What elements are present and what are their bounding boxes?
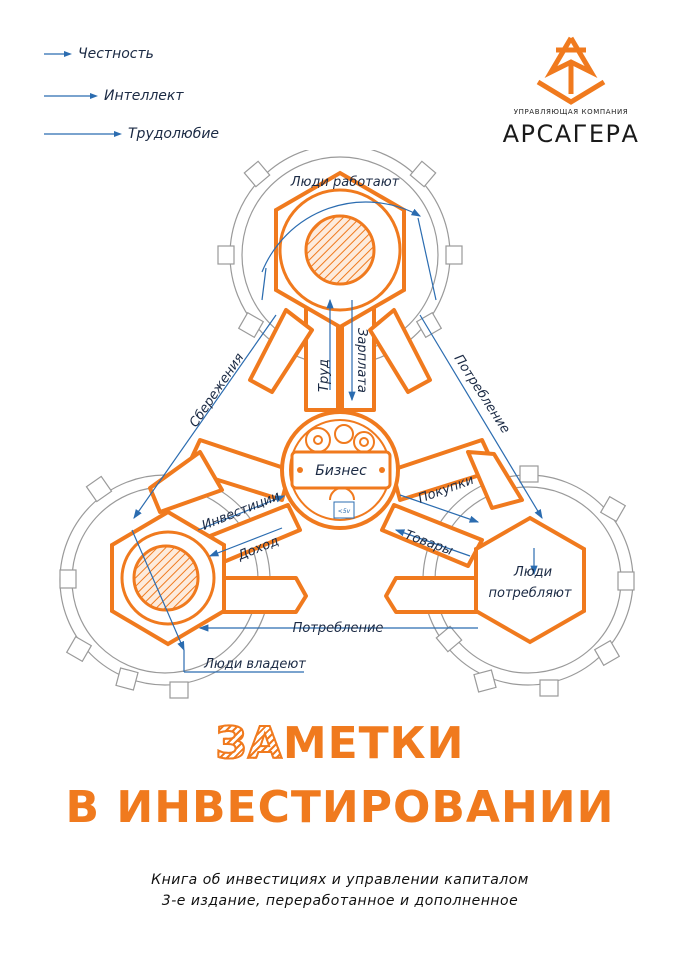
salary-label: Зарплата: [354, 328, 369, 393]
title-line-1: ЗАМЕТКИ: [0, 717, 680, 770]
savings-label: Сбережения: [187, 351, 248, 431]
legend-item-honesty: Честность: [40, 44, 154, 64]
gauge-label: <5v: [338, 508, 351, 515]
title-line-2: В ИНВЕСТИРОВАНИИ: [65, 782, 615, 833]
people-consume-label-2: потребляют: [489, 586, 572, 601]
title-rest-part: МЕТКИ: [282, 718, 465, 769]
left-hex-nut: [110, 509, 226, 647]
title-hatched-part: ЗА: [215, 717, 283, 770]
legend: Честность Интеллект Трудолюбие: [40, 40, 270, 150]
logo-caption: УПРАВЛЯЮЩАЯ КОМПАНИЯ: [513, 108, 629, 116]
consumption-right-label: Потребление: [451, 352, 513, 436]
logo-name: АРСАГЕРА: [502, 120, 640, 148]
subtitle-line-1: Книга об инвестициях и управлении капита…: [151, 872, 529, 888]
arsagera-emblem-icon: [536, 36, 606, 105]
subtitle-line-2: 3-е издание, переработанное и дополненно…: [161, 893, 519, 909]
people-consume-label-1: Люди: [513, 565, 552, 580]
top-hex-nut: [274, 170, 406, 330]
short-arrow-icon: [44, 51, 72, 57]
business-label: Бизнес: [315, 463, 367, 479]
gear-diagram: <5v Бизнес Люди работают Люди владеют Лю…: [59, 150, 635, 699]
company-logo: УПРАВЛЯЮЩАЯ КОМПАНИЯ АРСАГЕРА: [496, 32, 646, 152]
flow-lines: [131, 201, 543, 673]
medium-arrow-icon: [44, 93, 98, 99]
labor-label: Труд: [317, 359, 332, 392]
right-hex-nut: [474, 515, 586, 645]
business-hub: <5v Бизнес: [280, 410, 400, 530]
legend-label: Честность: [78, 46, 154, 62]
people-own-label: Люди владеют: [203, 657, 306, 672]
legend-item-diligence: Трудолюбие: [40, 124, 219, 144]
consumption-bottom-label: Потребление: [293, 621, 384, 636]
legend-label: Интеллект: [104, 88, 184, 104]
long-arrow-icon: [44, 131, 122, 137]
people-work-label: Люди работают: [290, 175, 400, 190]
legend-item-intellect: Интеллект: [40, 86, 184, 106]
legend-label: Трудолюбие: [128, 126, 220, 142]
